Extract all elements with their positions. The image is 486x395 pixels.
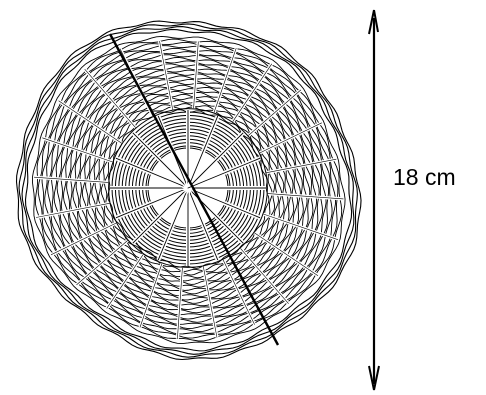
weave-ring (60, 63, 318, 316)
scale-bar-bottom-arrow (368, 365, 380, 391)
spoke (222, 259, 255, 325)
weave-ring (72, 75, 304, 304)
center-spoke (132, 132, 189, 189)
spoke (35, 203, 110, 218)
weave-ring (70, 72, 308, 307)
weave-ring (63, 66, 314, 314)
spoke (240, 248, 289, 304)
center-spoke (187, 132, 244, 189)
spoke (50, 222, 117, 256)
rim-strand (21, 26, 355, 355)
spoke (139, 263, 163, 328)
spoke (42, 137, 113, 163)
spoke (232, 63, 273, 122)
center-ring (108, 108, 268, 268)
weave-ring (37, 41, 339, 339)
spoke (159, 40, 173, 110)
diameter-line (108, 33, 280, 346)
scale-bar-top-arrow (368, 9, 379, 35)
center-spoke (187, 187, 219, 261)
spoke (259, 122, 322, 154)
spoke (254, 232, 319, 276)
weave-ring (98, 100, 279, 279)
spoke (58, 100, 122, 144)
weave-ring (85, 88, 292, 291)
spoke (203, 266, 218, 338)
measurement-label: 18 cm (393, 164, 456, 190)
spoke (267, 193, 344, 200)
center-spoke (187, 187, 261, 219)
spoke (213, 48, 237, 113)
weave-ring (34, 38, 343, 342)
rim-strand (24, 28, 353, 352)
center-spoke (187, 157, 261, 189)
weave-ring (81, 84, 295, 295)
scale-bar (368, 9, 380, 391)
weave-ring (41, 45, 336, 335)
woven-basket (15, 20, 362, 361)
center-spoke (187, 115, 219, 189)
weave-ring (104, 106, 273, 272)
weave-ring (56, 60, 320, 320)
weave-ring (107, 109, 270, 269)
weave-ring (53, 57, 323, 323)
weave-ring (91, 93, 285, 285)
weave-ring (50, 54, 327, 325)
spoke (263, 213, 339, 240)
weave-rings (32, 35, 346, 345)
weave-ring (100, 103, 276, 276)
spoke (34, 176, 109, 183)
center-spoke (115, 187, 189, 219)
spoke (193, 41, 199, 109)
spoke (84, 69, 136, 128)
spoke (106, 254, 144, 309)
weave-ring (44, 47, 333, 333)
spoke (177, 267, 183, 339)
weave-ring (47, 51, 329, 330)
weave-ring (75, 78, 301, 301)
rim-strand (18, 23, 358, 358)
spoke (248, 89, 302, 136)
spoke (266, 158, 337, 173)
weave-ring (32, 35, 346, 345)
center-spoke (132, 187, 189, 244)
center-spoke (115, 157, 189, 189)
weave-ring (66, 69, 311, 310)
spoke (76, 240, 128, 286)
weave-ring (79, 81, 298, 297)
weave-ring (94, 97, 282, 282)
weave-ring (88, 90, 289, 288)
center-spoke (157, 187, 189, 261)
